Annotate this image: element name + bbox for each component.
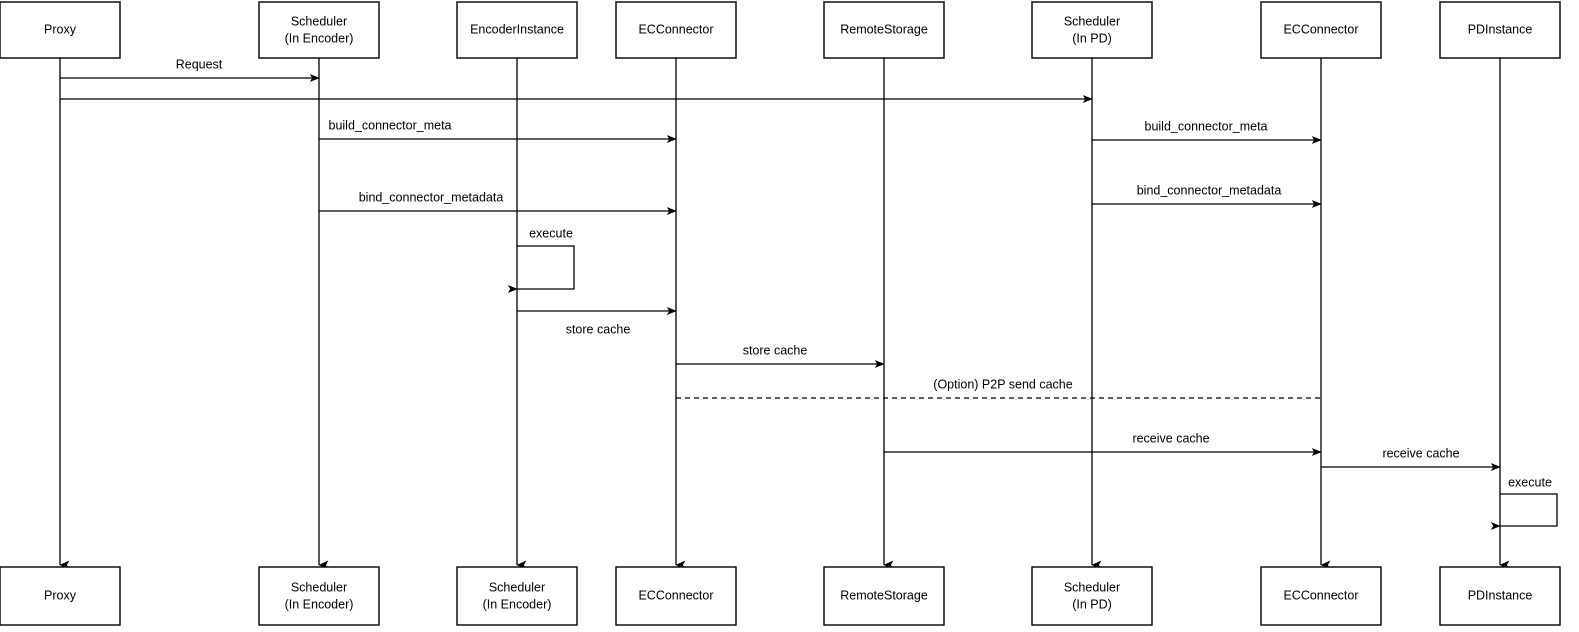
top-participant-sched_encoder[interactable]: Scheduler (In Encoder): [258, 1, 380, 59]
self-message-s2[interactable]: execute: [1490, 475, 1558, 530]
message-m1[interactable]: Request: [60, 57, 320, 82]
bottom-participant-boxes: Proxy Scheduler (In Encoder) Scheduler (In E…: [0, 566, 1561, 626]
bottom-participant-box-remote_storage: [823, 566, 945, 626]
message-label-m9: (Option) P2P send cache: [933, 377, 1072, 391]
top-participant-box-sched_pd: [1031, 1, 1153, 59]
top-participant-box-proxy: [0, 1, 121, 59]
top-participant-box-ecconn_left: [615, 1, 737, 59]
bottom-participant-box-ecconn_right: [1260, 566, 1382, 626]
bottom-participant-label-pd_instance: PDInstance: [1468, 588, 1533, 602]
message-label-m6: bind_connector_metadata: [1137, 183, 1282, 197]
top-participant-label-sched_encoder: Scheduler: [291, 14, 347, 28]
self-message-label-s2: execute: [1508, 475, 1552, 489]
message-m10[interactable]: receive cache: [884, 431, 1322, 456]
message-label-m7: store cache: [566, 322, 631, 336]
bottom-participant-box-ecconn_left: [615, 566, 737, 626]
message-label-m10: receive cache: [1132, 431, 1209, 445]
top-participant-label-ecconn_right: ECConnector: [1283, 22, 1358, 36]
message-m9[interactable]: (Option) P2P send cache: [676, 377, 1321, 399]
bottom-participant-sched_pd[interactable]: Scheduler (In PD): [1031, 566, 1153, 626]
message-label-m4: build_connector_meta: [1145, 119, 1268, 133]
message-m8[interactable]: store cache: [676, 343, 885, 368]
top-participant-encoder_inst[interactable]: EncoderInstance: [456, 1, 578, 59]
top-participant-box-sched_encoder: [258, 1, 380, 59]
top-participant-remote_storage[interactable]: RemoteStorage: [823, 1, 945, 59]
top-participant-box-pd_instance: [1439, 1, 1561, 59]
message-label-m5: bind_connector_metadata: [359, 190, 504, 204]
top-participant-sched_pd[interactable]: Scheduler (In PD): [1031, 1, 1153, 59]
bottom-participant-label-sched_encoder: Scheduler: [291, 580, 347, 594]
message-label-m3: build_connector_meta: [329, 118, 452, 132]
top-participant-sublabel-sched_encoder: (In Encoder): [285, 31, 354, 45]
self-message-path-s2: [1490, 493, 1558, 530]
lifelines-layer: [59, 58, 1510, 570]
bottom-participant-proxy[interactable]: Proxy: [0, 566, 121, 626]
bottom-participant-label-ecconn_left: ECConnector: [638, 588, 713, 602]
bottom-participant-box-sched_pd: [1031, 566, 1153, 626]
top-participant-pd_instance[interactable]: PDInstance: [1439, 1, 1561, 59]
bottom-participant-label-sched_pd: Scheduler: [1064, 580, 1120, 594]
top-participant-proxy[interactable]: Proxy: [0, 1, 121, 59]
top-participant-label-sched_pd: Scheduler: [1064, 14, 1120, 28]
bottom-participant-encoder_inst[interactable]: Scheduler (In Encoder): [456, 566, 578, 626]
top-participant-label-encoder_inst: EncoderInstance: [470, 22, 564, 36]
self-message-path-s1: [507, 245, 575, 293]
top-participant-label-ecconn_left: ECConnector: [638, 22, 713, 36]
bottom-participant-box-encoder_inst: [456, 566, 578, 626]
top-participant-box-encoder_inst: [456, 1, 578, 59]
bottom-participant-pd_instance[interactable]: PDInstance: [1439, 566, 1561, 626]
top-participant-label-proxy: Proxy: [44, 22, 77, 36]
self-message-label-s1: execute: [529, 226, 573, 240]
self-messages-layer: execute execute: [507, 226, 1558, 530]
message-m6[interactable]: bind_connector_metadata: [1092, 183, 1322, 208]
message-m3[interactable]: build_connector_meta: [319, 118, 677, 143]
top-participant-box-remote_storage: [823, 1, 945, 59]
bottom-participant-sublabel-encoder_inst: (In Encoder): [483, 597, 552, 611]
message-label-m11: receive cache: [1382, 446, 1459, 460]
top-participant-sublabel-sched_pd: (In PD): [1072, 31, 1112, 45]
bottom-participant-box-proxy: [0, 566, 121, 626]
bottom-participant-label-ecconn_right: ECConnector: [1283, 588, 1358, 602]
message-m4[interactable]: build_connector_meta: [1092, 119, 1322, 144]
message-m11[interactable]: receive cache: [1321, 446, 1501, 471]
top-participant-box-ecconn_right: [1260, 1, 1382, 59]
bottom-participant-ecconn_right[interactable]: ECConnector: [1260, 566, 1382, 626]
bottom-participant-label-remote_storage: RemoteStorage: [840, 588, 928, 602]
message-m5[interactable]: bind_connector_metadata: [319, 190, 677, 215]
message-label-m8: store cache: [743, 343, 808, 357]
bottom-participant-sublabel-sched_pd: (In PD): [1072, 597, 1112, 611]
bottom-participant-box-pd_instance: [1439, 566, 1561, 626]
top-participant-label-pd_instance: PDInstance: [1468, 22, 1533, 36]
top-participant-ecconn_right[interactable]: ECConnector: [1260, 1, 1382, 59]
bottom-participant-sublabel-sched_encoder: (In Encoder): [285, 597, 354, 611]
bottom-participant-remote_storage[interactable]: RemoteStorage: [823, 566, 945, 626]
bottom-participant-box-sched_encoder: [258, 566, 380, 626]
top-participant-ecconn_left[interactable]: ECConnector: [615, 1, 737, 59]
top-participant-label-remote_storage: RemoteStorage: [840, 22, 928, 36]
message-label-m1: Request: [176, 57, 223, 71]
messages-layer: Request build_connector_meta build_connect…: [60, 57, 1501, 471]
self-message-s1[interactable]: execute: [507, 226, 575, 293]
bottom-participant-label-encoder_inst: Scheduler: [489, 580, 545, 594]
bottom-participant-label-proxy: Proxy: [44, 588, 77, 602]
message-m7[interactable]: store cache: [517, 307, 677, 336]
top-participant-boxes: Proxy Scheduler (In Encoder) EncoderInstanc…: [0, 1, 1561, 59]
bottom-participant-sched_encoder[interactable]: Scheduler (In Encoder): [258, 566, 380, 626]
bottom-participant-ecconn_left[interactable]: ECConnector: [615, 566, 737, 626]
